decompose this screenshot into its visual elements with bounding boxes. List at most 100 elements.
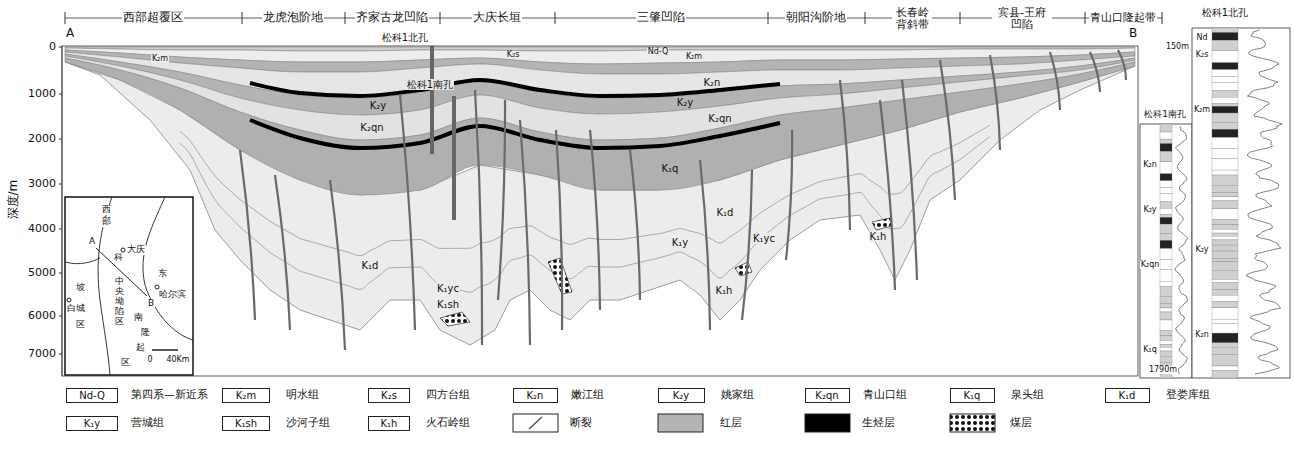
label-text: 西 <box>101 205 112 215</box>
lithology-bed <box>1160 162 1172 174</box>
lithology-bed <box>1212 251 1238 259</box>
log-frame <box>1192 28 1290 378</box>
lithology-bed <box>1212 193 1238 197</box>
depth-tick <box>59 354 62 355</box>
lithology-bed <box>1160 249 1172 260</box>
label-text: 起 <box>135 343 146 353</box>
lithology-bed <box>1212 295 1238 301</box>
depth-tick <box>59 184 62 185</box>
label-text: 0 <box>146 356 153 365</box>
formation-code: K₁q <box>950 388 995 403</box>
legend-sample <box>513 414 558 432</box>
lithology-bed <box>1160 181 1172 188</box>
depth-tick <box>59 273 62 274</box>
formation-code: K₁h <box>368 416 410 431</box>
fault-line <box>556 130 562 330</box>
fault-line <box>400 95 415 330</box>
lithology-bed <box>1212 333 1238 343</box>
label-text: 1000 <box>27 88 57 100</box>
label-text: K₂y <box>676 97 694 108</box>
lithology-bed <box>1160 132 1172 139</box>
lithology-bed <box>1160 174 1172 181</box>
source-rock-band <box>250 120 780 148</box>
label-text: K₂m <box>151 55 169 64</box>
label-text: 坡 <box>75 283 86 293</box>
lithology-bed <box>1160 202 1172 209</box>
lithology-bed <box>1160 240 1172 248</box>
lithology-bed <box>1160 340 1172 344</box>
label-text: 哈尔滨 <box>158 290 187 300</box>
label-text: 沙河子组 <box>285 417 331 429</box>
label-text: 隆 <box>140 328 151 338</box>
label-text: K₁yc <box>436 283 460 294</box>
lithology-bed <box>1160 270 1172 281</box>
label-text: 白城 <box>66 304 86 314</box>
label-text: K₁y <box>671 237 689 248</box>
label-text: 明水组 <box>285 389 320 401</box>
label-text: K₂n <box>703 77 722 88</box>
fault-line <box>498 100 505 300</box>
lithology-bed <box>1160 296 1172 304</box>
fault-line <box>240 150 255 320</box>
legend-sample <box>805 414 850 432</box>
lithology-bed <box>1212 270 1238 279</box>
label-text: 1790m <box>1148 366 1178 375</box>
label-text: K₂qn <box>1140 261 1161 270</box>
header-tick <box>555 12 556 24</box>
label-text: 龙虎泡阶地 <box>262 11 324 24</box>
fault-line <box>840 80 850 230</box>
lithology-bed <box>1212 70 1238 77</box>
fault-line <box>590 130 600 310</box>
lithology-bed <box>1212 28 1238 32</box>
lithology-bed <box>1212 366 1238 370</box>
coal-seam <box>440 312 470 326</box>
label-text: 5000 <box>27 267 57 279</box>
label-text: 南 <box>133 313 144 323</box>
inset-boundary <box>143 197 193 340</box>
lithology-bed <box>1160 320 1172 331</box>
label-text: K₁sh <box>436 299 460 310</box>
label-text: Nd <box>1195 34 1208 43</box>
lithology-bed <box>1160 224 1172 234</box>
depth-tick <box>59 229 62 230</box>
header-tick <box>242 12 243 24</box>
label-text: K₂n <box>1194 331 1210 340</box>
fault-line <box>330 180 345 350</box>
label-text: 深度/m <box>7 179 20 221</box>
depth-tick <box>59 94 62 95</box>
legend-text: 生烃层 <box>862 417 895 429</box>
section-layers <box>65 46 1135 350</box>
lithology-bed <box>1160 331 1172 336</box>
fault-line <box>880 100 895 290</box>
header-tick <box>440 12 441 24</box>
fault-line <box>940 60 955 200</box>
lithology-bed <box>1160 260 1172 270</box>
label-text: A <box>65 27 75 40</box>
label-text: K₂m <box>1193 106 1211 115</box>
source-rock-band <box>250 80 780 96</box>
formation-code: K₁sh <box>222 416 270 431</box>
lithology-bed <box>1212 159 1238 170</box>
label-text: 2000 <box>27 133 57 145</box>
coal-symbol <box>950 414 995 432</box>
lithology-bed <box>1160 188 1172 194</box>
coal-seam <box>872 218 892 230</box>
inset-frame <box>65 197 193 375</box>
lithology-bed <box>1160 344 1172 347</box>
well-log <box>1192 28 1290 378</box>
lithology-bed <box>1212 229 1238 233</box>
label-text: 西部超覆区 <box>122 11 184 24</box>
label-text: K₂s <box>1195 51 1210 60</box>
label-text: K₁h <box>869 231 888 242</box>
lithology-bed <box>1160 217 1172 224</box>
lithology-bed <box>1212 149 1238 159</box>
lithology-bed <box>1212 225 1238 230</box>
lithology-bed <box>1212 236 1238 240</box>
section-frame <box>62 46 1138 376</box>
header-tick <box>345 12 346 24</box>
label-text: K₂s <box>506 51 521 60</box>
lithology-bed <box>1160 351 1172 356</box>
lithology-bed <box>1160 139 1172 143</box>
log-frame <box>1140 124 1192 378</box>
